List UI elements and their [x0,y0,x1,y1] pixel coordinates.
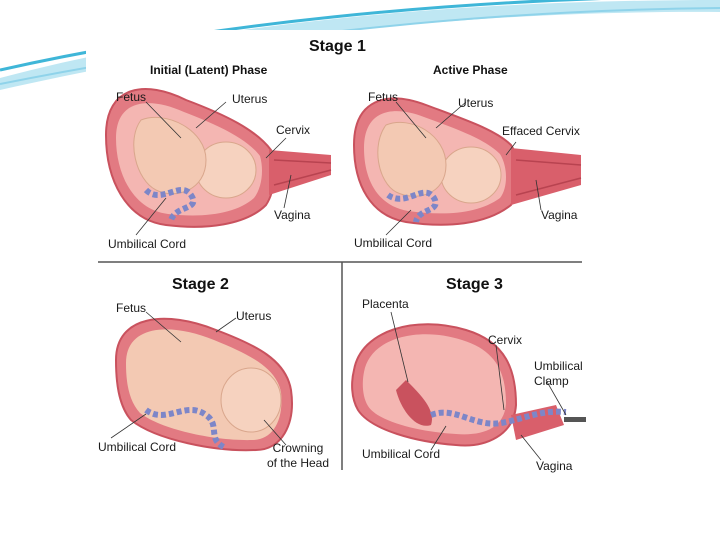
label-vagina: Vagina [274,208,311,222]
label-fetus: Fetus [116,301,147,315]
label-umbilical-cord: Umbilical Cord [108,237,187,251]
label-fetus: Fetus [368,90,399,104]
label-crowning-line1: Crowning [272,441,324,455]
stage1-initial-phase-title: Initial (Latent) Phase [150,63,268,77]
umbilical-clamp-icon [564,417,586,422]
label-umbilical-cord: Umbilical Cord [354,236,433,250]
stage1-active-phase-title: Active Phase [433,63,508,77]
stage1-active-uterus [352,97,582,226]
label-vagina: Vagina [541,208,578,222]
label-umbilical-cord: Umbilical Cord [98,440,177,454]
labor-stages-illustration [98,88,586,470]
label-umbilical-cord: Umbilical Cord [362,447,441,461]
label-placenta: Placenta [362,297,409,311]
label-cervix: Cervix [488,333,523,347]
stage1-initial-uterus [104,88,332,228]
label-crowning-line2: of the Head [266,456,330,470]
label-cervix: Cervix [276,123,311,137]
label-effaced-cervix: Effaced Cervix [502,124,580,138]
label-vagina: Vagina [536,459,573,473]
labor-stages-figure: Stage 1 Initial (Latent) Phase Active Ph… [86,30,598,482]
label-uterus: Uterus [236,309,272,323]
stage2-uterus [114,317,293,452]
stage1-title: Stage 1 [309,38,366,55]
label-uterus: Uterus [458,96,494,110]
label-uterus: Uterus [232,92,268,106]
stage3-uterus [351,323,586,447]
label-umbilical-clamp-line2: Clamp [534,374,569,388]
stage2-title: Stage 2 [172,276,229,293]
label-umbilical-clamp-line1: Umbilical [534,359,583,373]
stage3-title: Stage 3 [446,276,503,293]
label-fetus: Fetus [116,90,147,104]
